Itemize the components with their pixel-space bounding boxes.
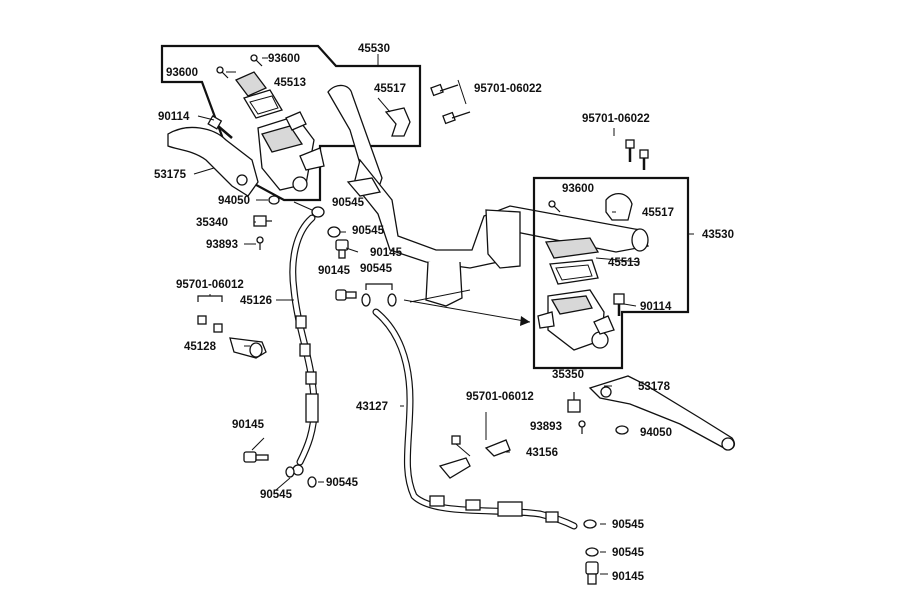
label-45128: 45128 [184, 341, 217, 353]
assembly-pointer-line [403, 299, 531, 323]
label-95701-06022-right: 95701-06022 [582, 113, 650, 125]
label-90145-d: 90145 [612, 571, 645, 583]
label-94050-right: 94050 [640, 427, 672, 439]
brake-hose-43127 [372, 308, 578, 530]
banjo-bolt-90145-b [335, 289, 357, 301]
washer-90545-f [583, 519, 597, 529]
label-93600-left-2: 93600 [166, 67, 198, 79]
label-90114-left: 90114 [158, 111, 190, 123]
label-95701-06022-top: 95701-06022 [474, 83, 542, 95]
label-90545-c: 90545 [360, 263, 393, 275]
nut-94050-left [268, 195, 280, 205]
brake-lever-53175 [167, 126, 259, 197]
bolts-95701-06022-top [430, 79, 471, 125]
label-90145-c: 90145 [232, 419, 265, 431]
group-box-43530 [532, 176, 690, 370]
label-90114-right: 90114 [640, 301, 672, 313]
label-90545-e: 90545 [326, 477, 359, 489]
group-box-45530 [160, 44, 422, 202]
washer-90545-e [307, 476, 317, 488]
assembly-pointer-arrowhead [520, 316, 530, 326]
label-95701-06012-mid: 95701-06012 [176, 279, 244, 291]
label-45517-right: 45517 [642, 207, 674, 219]
hose-clamp-43156 [438, 412, 511, 479]
label-90145-b: 90145 [318, 265, 351, 277]
washers-90545-c [361, 283, 397, 307]
switch-35340 [253, 215, 272, 227]
part-labels: 45530 93600 93600 45513 45517 95701-0602… [154, 43, 734, 583]
label-43530: 43530 [702, 229, 734, 241]
label-43156: 43156 [526, 447, 558, 459]
label-93600-left: 93600 [268, 53, 300, 65]
screw-93893-left [256, 236, 264, 250]
label-93893-left: 93893 [206, 239, 238, 251]
lever-pivot-left [236, 174, 248, 186]
hose-clamp-45128 [197, 295, 267, 359]
screw-93600-right [548, 200, 561, 213]
switch-35350 [567, 392, 581, 413]
label-90145-a: 90145 [370, 247, 403, 259]
washer-90545-d [285, 466, 295, 478]
label-35340: 35340 [196, 217, 228, 229]
clamp-45517-right [605, 193, 633, 221]
banjo-bolt-90145-d [585, 561, 599, 585]
washer-90545-b [327, 226, 341, 238]
banjo-bolt-90145-c [243, 451, 269, 463]
label-94050-left: 94050 [218, 195, 250, 207]
label-45530: 45530 [358, 43, 390, 55]
label-90545-g: 90545 [612, 547, 645, 559]
brake-hose-45126 [289, 214, 319, 476]
screw-93600-left-2 [216, 66, 229, 79]
label-45517-left: 45517 [374, 83, 406, 95]
bolts-95701-06022-right [625, 139, 649, 170]
reservoir-cap-45513-right [544, 237, 600, 285]
screw-93893-right [578, 420, 586, 434]
label-43127: 43127 [356, 401, 388, 413]
master-cylinder-right [537, 289, 615, 351]
master-cylinder-left [257, 111, 325, 192]
label-90545-f: 90545 [612, 519, 645, 531]
label-53175: 53175 [154, 169, 187, 181]
label-45126: 45126 [240, 295, 272, 307]
bolt-90114-right [613, 293, 625, 316]
nut-94050-right [615, 425, 629, 435]
label-35350: 35350 [552, 369, 584, 381]
screw-93600-left [250, 54, 263, 67]
label-53178: 53178 [638, 381, 671, 393]
clamp-45517-left [384, 107, 411, 137]
label-93600-right: 93600 [562, 183, 594, 195]
washer-90545-a [311, 206, 325, 218]
label-90545-d: 90545 [260, 489, 293, 501]
label-90545-a: 90545 [332, 197, 365, 209]
lever-tip-right [721, 437, 735, 451]
label-90545-b: 90545 [352, 225, 385, 237]
banjo-bolt-90145-a [335, 239, 349, 259]
leader-lines [193, 54, 694, 575]
label-45513-left: 45513 [274, 77, 306, 89]
label-45513-right: 45513 [608, 257, 640, 269]
washer-90545-g [585, 547, 599, 557]
label-95701-06012-low: 95701-06012 [466, 391, 534, 403]
label-93893-right: 93893 [530, 421, 562, 433]
reservoir-cap-45513-left [234, 71, 283, 119]
lever-pivot-right [600, 386, 612, 398]
